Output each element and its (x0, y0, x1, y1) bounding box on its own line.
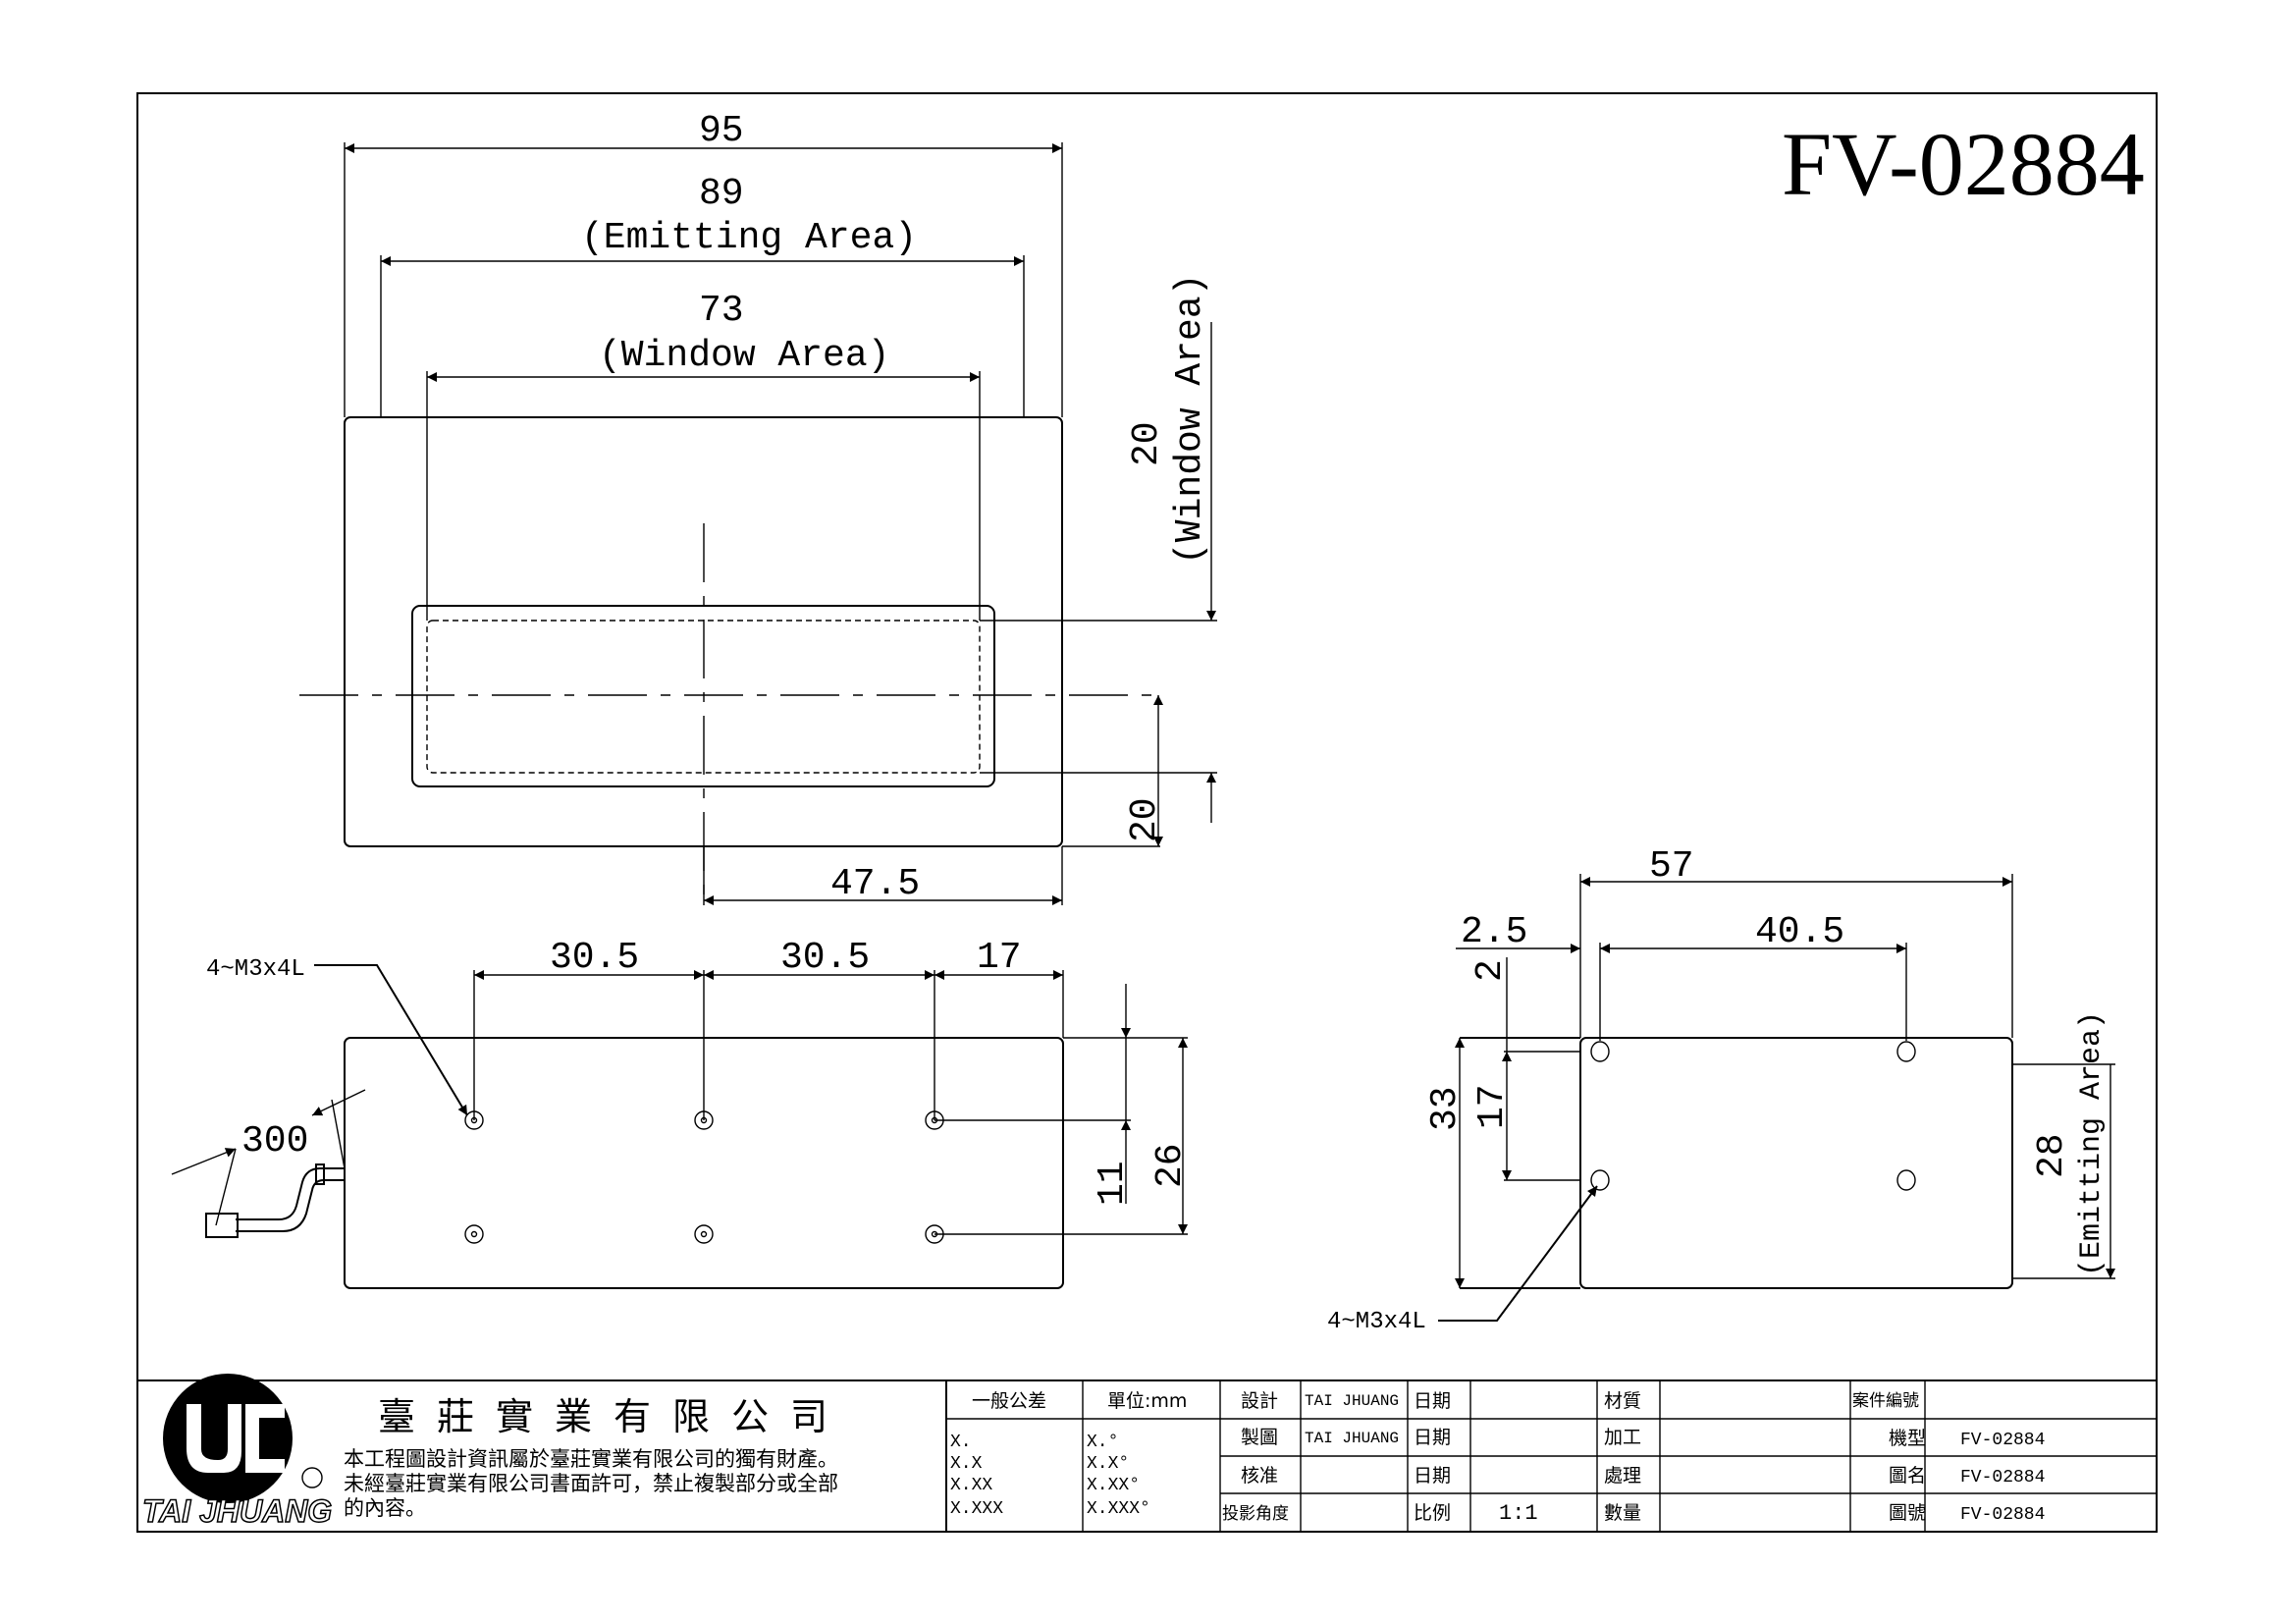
side-view: 57 2.5 40.5 2 17 33 28 (Emi (1327, 845, 2115, 1335)
tolerance-row: X.XXX (950, 1499, 1003, 1519)
tolerance-row: X. (950, 1433, 972, 1452)
dim-edge-offset: 17 (977, 937, 1022, 979)
tolerance-row: X.X (950, 1454, 983, 1474)
angle-row: X.XXX° (1087, 1499, 1150, 1519)
unit-header: 單位:mm (1107, 1390, 1187, 1412)
drawing-title: FV-02884 (1782, 114, 2145, 214)
side-hole (1590, 1041, 1610, 1062)
quantity-label: 數量 (1604, 1502, 1641, 1524)
notice-line-2: 未經臺莊實業有限公司書面許可，禁止複製部分或全部 (344, 1472, 838, 1495)
dim-emitting-height: 28 (2031, 1133, 2073, 1178)
design-value: TAI JHUANG (1305, 1392, 1399, 1410)
date-label: 日期 (1414, 1427, 1451, 1448)
model-label: 機型 (1889, 1428, 1926, 1449)
tolerance-header: 一般公差 (972, 1390, 1046, 1412)
dim-window-height-label: (Window Area) (1169, 274, 1211, 565)
side-housing-outline (1579, 1037, 2013, 1289)
dim-pitch-1: 30.5 (550, 937, 639, 979)
case-no-label: 案件編號 (1852, 1391, 1919, 1411)
dim-pitch-2: 30.5 (780, 937, 870, 979)
angle-row: X.X° (1087, 1454, 1129, 1474)
date-label: 日期 (1414, 1390, 1451, 1412)
dim-emitting-height-label: (Emitting Area) (2075, 1011, 2109, 1276)
thread-callout: 4~M3x4L (206, 956, 305, 983)
top-view: 95 89 (Emitting Area) 73 (Window Area) 2… (299, 110, 1217, 905)
dim-emitting-label: (Emitting Area) (581, 217, 917, 259)
dim-window-label: (Window Area) (599, 335, 889, 377)
drawing-no-label: 圖號 (1889, 1502, 1926, 1524)
logo-text: TAI JHUANG (142, 1493, 332, 1529)
dim-overall-width: 95 (699, 110, 744, 152)
angle-row: X.° (1087, 1433, 1118, 1452)
dim-row-pitch: 26 (1149, 1143, 1192, 1188)
treatment-label: 處理 (1604, 1465, 1641, 1487)
drawing-no-value: FV-02884 (1960, 1505, 2045, 1525)
dim-cable-length: 300 (241, 1120, 308, 1163)
side-hole (1896, 1041, 1916, 1062)
tolerance-row: X.XX (950, 1476, 992, 1495)
dim-overall-length: 57 (1649, 845, 1694, 888)
side-thread-callout: 4~M3x4L (1327, 1309, 1426, 1335)
mount-hole (694, 1224, 714, 1244)
material-label: 材質 (1604, 1390, 1641, 1412)
dim-window-height: 20 (1126, 421, 1168, 466)
side-hole (1590, 1169, 1610, 1191)
dim-hole-pitch: 40.5 (1755, 911, 1844, 953)
dim-hole-vertical-pitch: 17 (1471, 1084, 1514, 1129)
model-value: FV-02884 (1960, 1431, 2045, 1450)
cable (205, 1163, 345, 1238)
dim-top-offset: 2 (1469, 959, 1512, 982)
company-logo: TAI JHUANG (141, 1374, 333, 1530)
drawn-label: 製圖 (1241, 1427, 1278, 1448)
dim-window-width: 73 (699, 290, 744, 332)
angle-row: X.XX° (1087, 1476, 1140, 1495)
notice-line-1: 本工程圖設計資訊屬於臺莊實業有限公司的獨有財產。 (344, 1447, 838, 1471)
company-name: 臺莊實業有限公司 (378, 1395, 849, 1438)
drawn-value: TAI JHUANG (1305, 1430, 1399, 1447)
projection-label: 投影角度 (1222, 1504, 1289, 1524)
dim-center-offset-x: 47.5 (830, 863, 920, 905)
bottom-view: 30.5 30.5 17 11 26 4~M3x4L 300 (171, 937, 1192, 1289)
side-hole (1896, 1169, 1916, 1191)
approve-label: 核准 (1241, 1465, 1278, 1487)
dim-edge-offset-side: 2.5 (1461, 911, 1527, 953)
mount-hole (464, 1224, 484, 1244)
notice-line-3: 的內容。 (344, 1496, 426, 1520)
scale-label: 比例 (1414, 1502, 1451, 1524)
scale-value: 1:1 (1499, 1501, 1538, 1526)
date-label: 日期 (1414, 1465, 1451, 1487)
dim-overall-height: 33 (1424, 1086, 1467, 1131)
drawing-name-label: 圖名 (1889, 1465, 1926, 1487)
drawing-frame (136, 92, 2158, 1533)
title-block: TAI JHUANG 臺莊實業有限公司 本工程圖設計資訊屬於臺莊實業有限公司的獨… (141, 1374, 2157, 1532)
process-label: 加工 (1604, 1427, 1641, 1448)
dim-center-offset-y: 20 (1124, 797, 1166, 842)
dim-emitting-width: 89 (699, 173, 744, 215)
design-label: 設計 (1241, 1390, 1278, 1412)
drawing-name-value: FV-02884 (1960, 1468, 2045, 1488)
dim-row-offset: 11 (1092, 1161, 1134, 1206)
